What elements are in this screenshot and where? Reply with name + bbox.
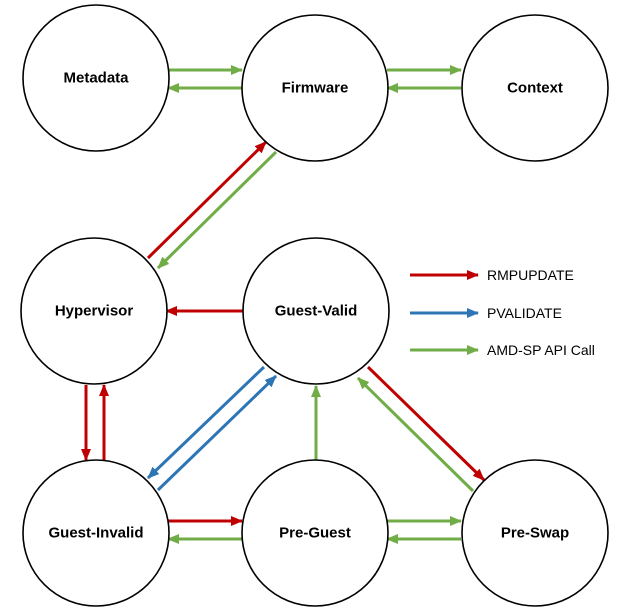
node-metadata: Metadata [22, 4, 170, 152]
edge-firmware-to-hypervisor [156, 150, 278, 270]
node-pre-guest: Pre-Guest [241, 459, 389, 607]
node-context-label: Context [507, 80, 563, 97]
legend-item-pvalidate: PVALIDATE [410, 305, 562, 321]
node-pre-guest-label: Pre-Guest [279, 525, 351, 542]
node-firmware: Firmware [241, 14, 389, 162]
node-firmware-label: Firmware [282, 80, 349, 97]
edge-hypervisor-to-firmware [146, 140, 268, 260]
node-guest-valid-label: Guest-Valid [275, 303, 358, 320]
node-hypervisor-label: Hypervisor [55, 303, 134, 320]
node-pre-swap: Pre-Swap [461, 459, 609, 607]
legend-label-api-call: AMD-SP API Call [487, 342, 595, 358]
node-context: Context [461, 14, 609, 162]
node-metadata-label: Metadata [63, 70, 129, 87]
edge-preswap-to-guestvalid [356, 376, 475, 493]
legend-label-rmpupdate: RMPUPDATE [487, 267, 574, 283]
legend-item-rmpupdate: RMPUPDATE [410, 267, 574, 283]
edge-guestvalid-to-preswap [366, 365, 486, 482]
node-guest-valid: Guest-Valid [242, 237, 390, 385]
legend: RMPUPDATE PVALIDATE AMD-SP API Call [410, 267, 595, 358]
legend-label-pvalidate: PVALIDATE [487, 305, 562, 321]
legend-item-api-call: AMD-SP API Call [410, 342, 595, 358]
node-pre-swap-label: Pre-Swap [501, 525, 569, 542]
node-guest-invalid-label: Guest-Invalid [48, 525, 143, 542]
node-hypervisor: Hypervisor [20, 237, 168, 385]
node-guest-invalid: Guest-Invalid [22, 459, 170, 607]
edge-guestinvalid-to-guestvalid [156, 374, 278, 492]
edge-guestvalid-to-guestinvalid [146, 365, 266, 480]
